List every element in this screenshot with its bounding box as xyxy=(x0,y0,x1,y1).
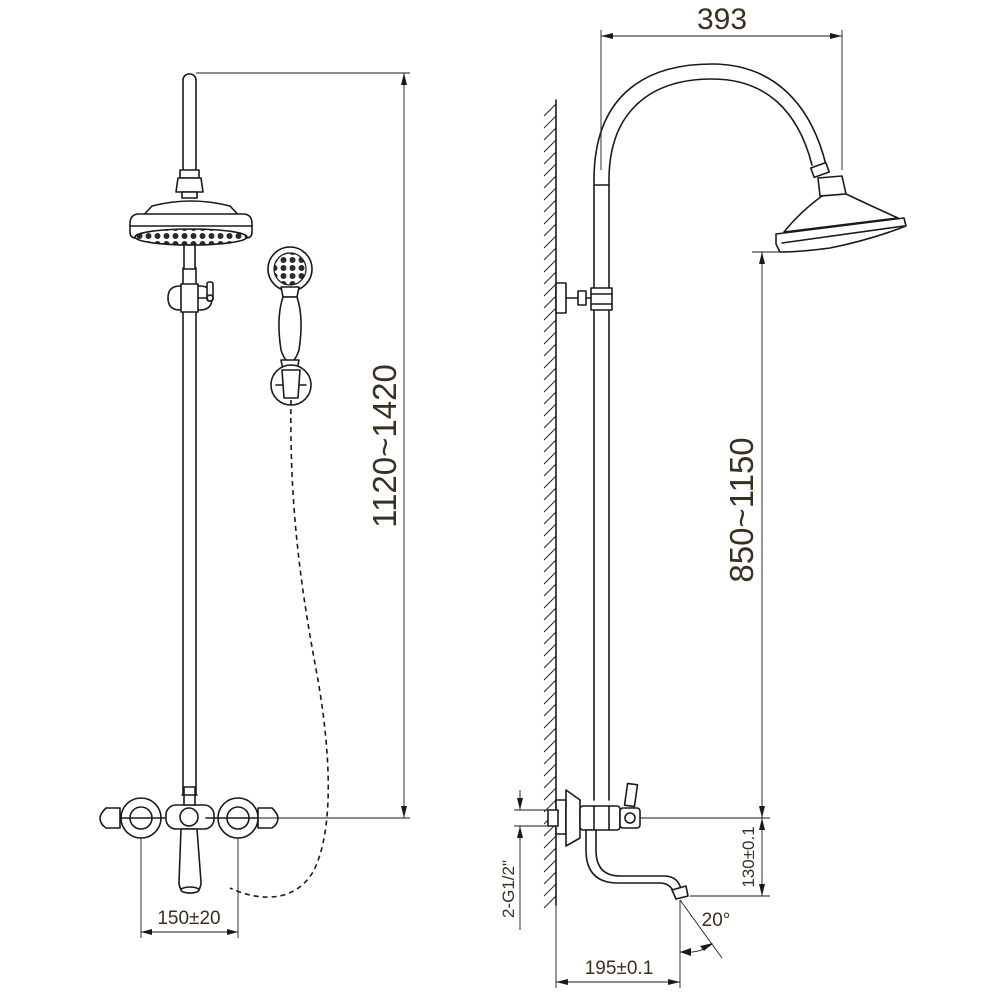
hand-shower xyxy=(267,246,313,371)
wall-hatch-line xyxy=(543,859,557,873)
dim-overall-height: 1120~1420 xyxy=(196,72,410,819)
wall-hatch-line xyxy=(543,451,557,465)
wall-hatch-line xyxy=(543,391,557,405)
wall-hatch-line xyxy=(543,619,557,633)
wall-hatch-line xyxy=(543,499,557,513)
wall-hatch-line xyxy=(543,631,557,645)
wall-hatch-line xyxy=(543,487,557,501)
label-spout-projection: 195±0.1 xyxy=(585,958,654,979)
wall-hatch-line xyxy=(543,379,557,393)
wall-hatch-line xyxy=(543,427,557,441)
wall-hatch-line xyxy=(543,223,557,237)
front-head-connector xyxy=(175,169,204,199)
front-head-stem xyxy=(183,244,196,270)
wall-hatch-line xyxy=(543,595,557,609)
dim-mixer-centers: 150±20 xyxy=(140,838,239,938)
wall-hatch-line xyxy=(543,115,557,129)
dim-inlet-thread: 2-G1/2" xyxy=(499,790,556,930)
wall-hatch-line xyxy=(543,187,557,201)
wall-hatch-line xyxy=(543,895,557,909)
wall-hatch-line xyxy=(543,247,557,261)
side-wall-bracket xyxy=(555,282,613,314)
dim-head-height: 850~1150 xyxy=(640,251,780,819)
wall-hatch-line xyxy=(543,559,557,573)
wall-hatch-line xyxy=(543,691,557,705)
wall-hatch-line xyxy=(543,295,557,309)
wall-hatch-line xyxy=(543,175,557,189)
front-mixer xyxy=(99,786,279,894)
wall-hatch-line xyxy=(543,775,557,789)
wall-hatch-line xyxy=(543,103,557,117)
wall-hatch-line xyxy=(543,607,557,621)
wall-hatch-line xyxy=(543,151,557,165)
label-head-height: 850~1150 xyxy=(723,437,760,582)
wall-hatch-line xyxy=(543,403,557,417)
wall-hatch-line xyxy=(543,475,557,489)
wall-hatch-line xyxy=(543,535,557,549)
wall-hatch-line xyxy=(543,583,557,597)
wall-hatch-line xyxy=(543,367,557,381)
wall-hatch-line xyxy=(543,883,557,897)
wall-hatch-line xyxy=(543,415,557,429)
wall-hatch-line xyxy=(543,847,557,861)
wall-hatch-line xyxy=(543,283,557,297)
dim-spout-offset: 130±0.1 xyxy=(690,818,770,897)
front-view: 1120~1420 150±20 xyxy=(99,72,410,938)
wall-hatch-line xyxy=(543,523,557,537)
wall-hatch-line xyxy=(543,667,557,681)
dim-arm-reach: 393 xyxy=(600,3,843,170)
wall-hatch-line xyxy=(543,343,557,357)
wall-hatch-line xyxy=(543,307,557,321)
wall-hatch-line xyxy=(543,211,557,225)
wall-hatch-line xyxy=(543,787,557,801)
label-spout-offset: 130±0.1 xyxy=(739,826,758,887)
hand-shower-hose xyxy=(229,399,329,898)
wall-hatch-line xyxy=(543,835,557,849)
wall-hatch-line xyxy=(543,643,557,657)
wall-hatch-line xyxy=(543,235,557,249)
wall-hatch-line xyxy=(543,439,557,453)
wall-hatch-line xyxy=(543,763,557,777)
label-inlet-thread: 2-G1/2" xyxy=(499,860,518,918)
side-shower-head xyxy=(775,161,907,253)
wall-hatch-line xyxy=(543,259,557,273)
wall-hatch-line xyxy=(543,703,557,717)
wall-hatch-line xyxy=(543,331,557,345)
front-slide-bracket xyxy=(167,281,214,313)
wall-hatch-line xyxy=(543,355,557,369)
wall-hatch-line xyxy=(543,319,557,333)
wall-hatch-line xyxy=(543,727,557,741)
wall-hatch-line xyxy=(543,679,557,693)
wall-hatch-line xyxy=(543,127,557,141)
wall xyxy=(543,99,557,909)
wall-hatch-line xyxy=(543,511,557,525)
wall-hatch-line xyxy=(543,871,557,885)
wall-hatch-line xyxy=(543,571,557,585)
front-riser-pipe xyxy=(182,73,197,796)
hand-shower-holder xyxy=(270,364,312,406)
side-riser-arch xyxy=(593,63,827,801)
wall-hatch-line xyxy=(543,463,557,477)
wall-hatch-line xyxy=(543,655,557,669)
dim-spout-angle: 20° xyxy=(679,899,731,959)
wall-hatch-line xyxy=(543,199,557,213)
wall-hatch-line xyxy=(543,163,557,177)
dim-spout-projection: 195±0.1 xyxy=(555,900,681,988)
front-shower-head xyxy=(129,200,253,246)
label-mixer-centers: 150±20 xyxy=(157,908,220,929)
wall-hatch-line xyxy=(543,271,557,285)
label-overall-height: 1120~1420 xyxy=(366,364,403,528)
wall-hatch-line xyxy=(543,751,557,765)
side-mixer xyxy=(547,782,689,900)
side-view: 393 850~1150 130±0.1 2 xyxy=(499,3,907,988)
label-spout-angle: 20° xyxy=(702,910,731,931)
wall-hatch-line xyxy=(543,547,557,561)
wall-hatch-line xyxy=(543,739,557,753)
wall-hatch-line xyxy=(543,715,557,729)
wall-hatch-line xyxy=(543,139,557,153)
label-arm-reach: 393 xyxy=(697,3,747,36)
